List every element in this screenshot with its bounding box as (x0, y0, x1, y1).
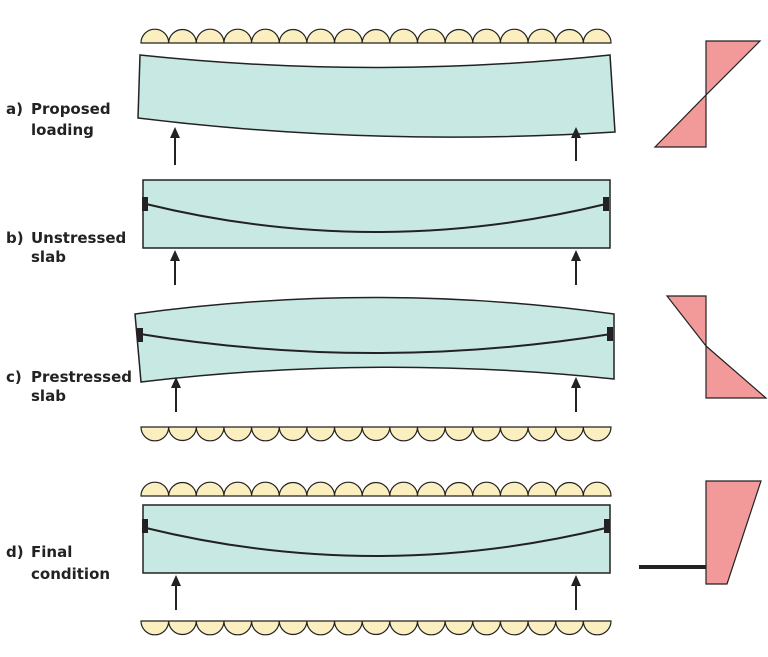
row-d-support-left (171, 575, 181, 610)
row-c-load-bottom (140, 426, 612, 442)
row-c-anchor-left (137, 328, 143, 342)
load-semicircles (140, 426, 612, 442)
row-c-slab-hogging (134, 296, 615, 383)
row-c-label-line1: Prestressed (31, 368, 133, 386)
row-b-label-tag: b) (6, 229, 24, 247)
load-semicircles (140, 620, 612, 636)
support-arrow-head (170, 250, 180, 261)
row-a-slab-sagging (137, 54, 616, 138)
row-a-proposed-loading (137, 28, 762, 165)
load-semicircles (140, 28, 612, 44)
row-d-load-bottom (140, 620, 612, 636)
row-d-final-condition (140, 480, 762, 636)
support-arrow-head (171, 575, 181, 586)
row-a-load-top (140, 28, 612, 44)
row-b-anchor-right (603, 197, 609, 211)
row-d-load-top (140, 481, 612, 497)
row-c-tendon (139, 333, 612, 354)
support-arrow-head (171, 377, 181, 388)
row-c-stress-diagram (665, 295, 768, 399)
row-d-label-tag: d) (6, 543, 24, 561)
row-d-tendon (145, 527, 607, 557)
support-arrow-head (571, 250, 581, 261)
row-a-support-right (571, 127, 581, 161)
row-c-prestressed-slab (134, 295, 768, 442)
row-b-slab (142, 179, 611, 249)
row-a-stress-diagram (653, 40, 762, 148)
row-d-slab (142, 504, 611, 574)
row-b-label-line2: slab (31, 248, 66, 266)
row-d-support-right (571, 575, 581, 610)
row-d-stress-diagram (705, 480, 762, 585)
support-arrow-head (571, 575, 581, 586)
row-a-label-line2: loading (31, 121, 94, 139)
row-a-label-line1: Proposed (31, 100, 111, 118)
row-b-unstressed-slab (142, 179, 611, 285)
row-b-support-left (170, 250, 180, 285)
row-d-anchor-left (142, 519, 148, 533)
row-d-label-line1: Final (31, 543, 73, 561)
row-b-label-line1: Unstressed (31, 229, 127, 247)
row-c-label-line2: slab (31, 387, 66, 405)
row-c-support-right (571, 377, 581, 412)
load-semicircles (140, 481, 612, 497)
row-c-anchor-right (607, 327, 613, 341)
row-a-support-left (170, 127, 180, 165)
row-d-label-line2: condition (31, 565, 111, 583)
support-arrow-head (571, 127, 581, 138)
row-b-tendon (145, 203, 607, 233)
row-b-support-right (571, 250, 581, 285)
support-arrow-head (571, 377, 581, 388)
row-a-label-tag: a) (6, 100, 23, 118)
support-arrow-head (170, 127, 180, 138)
row-c-label-tag: c) (6, 368, 22, 386)
row-c-support-left (171, 377, 181, 412)
row-b-anchor-left (142, 197, 148, 211)
row-d-anchor-right (604, 519, 610, 533)
